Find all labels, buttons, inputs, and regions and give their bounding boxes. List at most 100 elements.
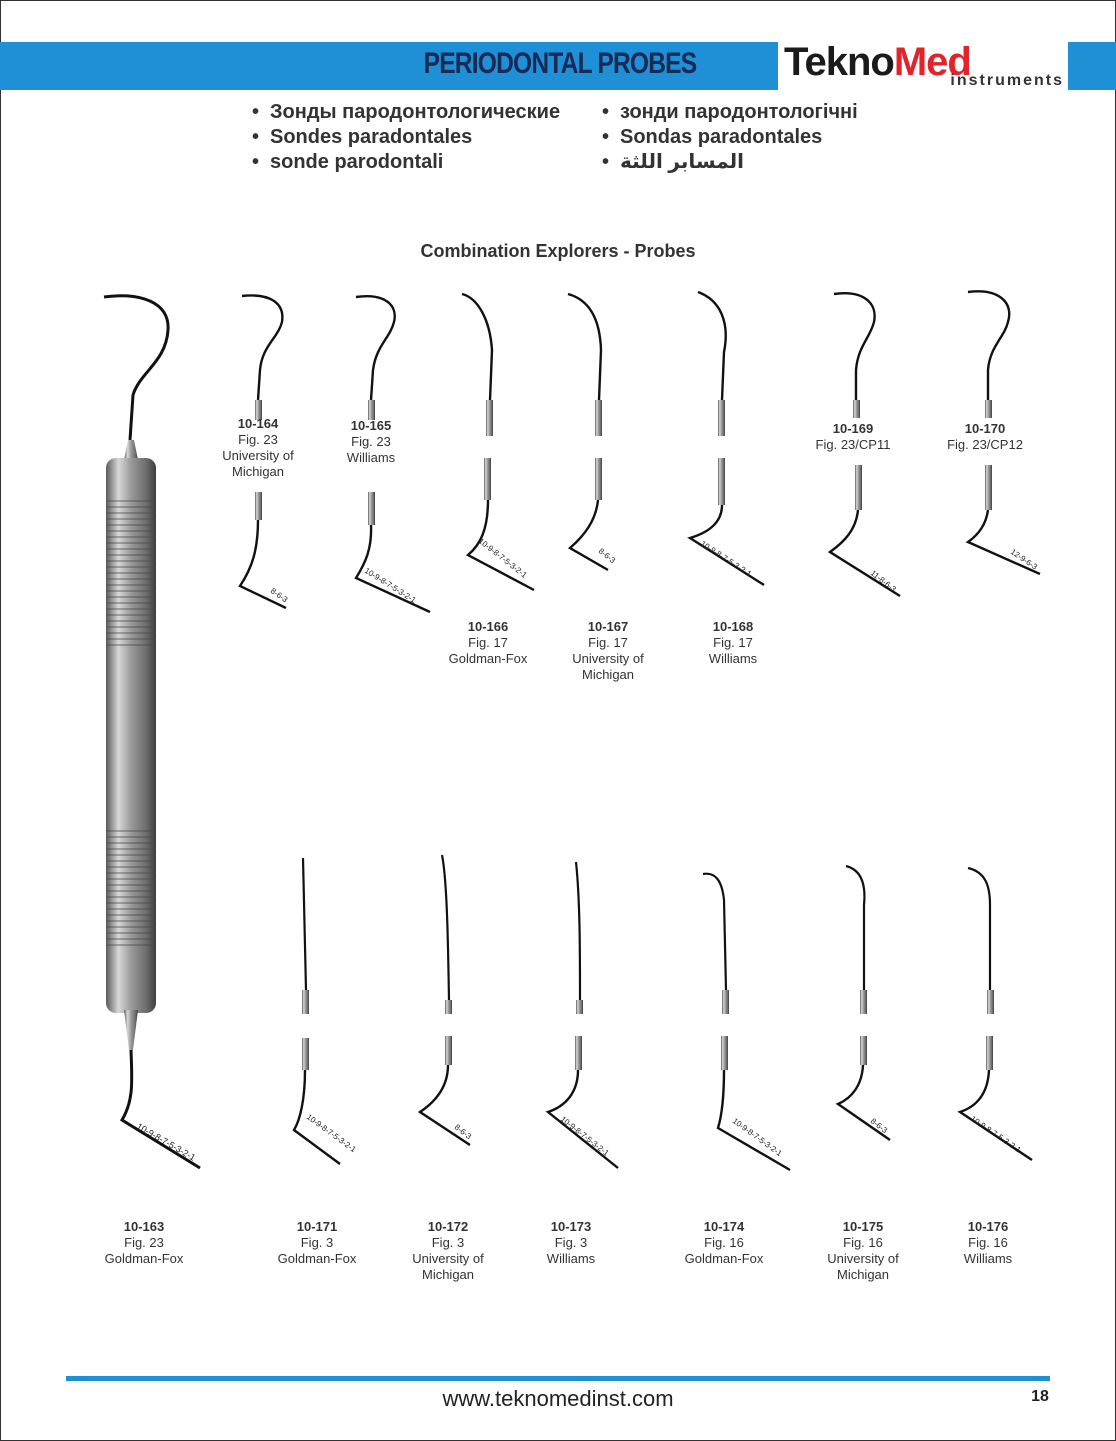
- probe-name: Williams: [708, 651, 758, 666]
- name-text: Sondas paradontales: [620, 126, 823, 148]
- catalog-code: 10-167: [587, 619, 629, 634]
- probe-name: Williams: [963, 1251, 1013, 1266]
- probe-lower-tip: [545, 1069, 619, 1169]
- probe-upper-tip: [440, 854, 451, 1001]
- catalog-code: 10-163: [123, 1219, 165, 1234]
- probe-name: University of Michigan: [572, 651, 644, 682]
- probe-lower-tip: [835, 1064, 891, 1141]
- name-text: зонди пародонтологічні: [620, 101, 858, 123]
- probe-lower-shank: [255, 492, 262, 520]
- probe-10-167: 8-6-3: [567, 292, 617, 572]
- page-title: PERIODONTAL PROBES: [423, 47, 698, 80]
- probe-upper-shank: [853, 400, 860, 418]
- probe-upper-shank: [860, 990, 867, 1014]
- catalog-code: 10-171: [296, 1219, 338, 1234]
- probe-lower-tip: [354, 524, 431, 614]
- scale-label: 11-8-6-3: [869, 568, 898, 594]
- names-list-right: • зонди пародонтологічні • Sondas paradont…: [602, 100, 858, 175]
- figure-number: Fig. 16: [843, 1235, 883, 1250]
- figure-number: Fig. 23/CP12: [947, 437, 1023, 452]
- probe-upper-tip: [355, 295, 396, 401]
- instrument-10-163-handle: 10-9-8-7-5-3-2-1: [103, 294, 201, 1170]
- probe-upper-shank: [486, 400, 493, 436]
- scale-label: 10-9-8-7-5-3-2-1: [305, 1112, 358, 1154]
- figure-number: Fig. 17: [713, 635, 753, 650]
- probe-upper-shank: [445, 1000, 452, 1014]
- caption-10-164: 10-164 Fig. 23 University of Michigan: [198, 416, 318, 480]
- footer-rule: [66, 1376, 1050, 1381]
- footer-website[interactable]: www.teknomedinst.com: [442, 1386, 674, 1411]
- figure-number: Fig. 17: [588, 635, 628, 650]
- bullet-icon: •: [602, 101, 610, 123]
- catalog-code: 10-174: [703, 1219, 745, 1234]
- name-item: •sonde parodontali: [252, 150, 560, 175]
- bullet-icon: •: [602, 151, 610, 173]
- figure-number: Fig. 16: [968, 1235, 1008, 1250]
- brand-logo: TeknoMed instruments: [778, 40, 1068, 90]
- probe-lower-tip: [965, 509, 1041, 576]
- figure-number: Fig. 23: [351, 434, 391, 449]
- name-item: •المسابر اللثة: [602, 150, 858, 175]
- catalog-code: 10-170: [964, 421, 1006, 436]
- probe-name: Goldman-Fox: [277, 1251, 357, 1266]
- section-heading: Combination Explorers - Probes: [420, 241, 696, 261]
- caption-10-166: 10-166 Fig. 17 Goldman-Fox: [428, 619, 548, 667]
- probe-upper-tip: [241, 294, 284, 401]
- probe-lower-shank: [575, 1036, 582, 1070]
- scale-label: 10-9-8-7-5-3-2-1: [699, 539, 754, 579]
- probe-upper-tip: [967, 866, 992, 990]
- probe-lower-tip: [417, 1064, 471, 1147]
- probe-upper-shank: [576, 1000, 583, 1014]
- probe-10-166: 10-9-8-7-5-3-2-1: [461, 292, 535, 592]
- probe-upper-tip: [833, 292, 876, 400]
- scale-label: 10-9-8-7-5-3-2-1: [559, 1114, 611, 1158]
- probe-lower-tip: [687, 504, 765, 587]
- figure-number: Fig. 3: [431, 1235, 465, 1250]
- figure-number: Fig. 3: [554, 1235, 588, 1250]
- probe-name: Goldman-Fox: [104, 1251, 184, 1266]
- caption-10-171: 10-171 Fig. 3 Goldman-Fox: [257, 1219, 377, 1267]
- catalog-code: 10-175: [842, 1219, 884, 1234]
- probe-lower-shank: [860, 1036, 867, 1065]
- probe-name: Goldman-Fox: [684, 1251, 764, 1266]
- catalog-code: 10-168: [712, 619, 754, 634]
- probe-lower-tip: [827, 509, 901, 598]
- figure-number: Fig. 23: [124, 1235, 164, 1250]
- probe-upper-shank: [985, 400, 992, 418]
- bullet-icon: •: [602, 126, 610, 148]
- catalog-code: 10-165: [350, 418, 392, 433]
- probe-lower-shank: [302, 1038, 309, 1070]
- probe-upper-shank: [595, 400, 602, 436]
- catalog-code: 10-169: [832, 421, 874, 436]
- probe-upper-tip: [301, 857, 308, 991]
- scale-label: 10-9-8-7-5-3-2-1: [969, 1114, 1023, 1155]
- scale-label: 8-6-3: [453, 1122, 474, 1141]
- name-item: • зонди пародонтологічні: [602, 100, 858, 125]
- caption-10-168: 10-168 Fig. 17 Williams: [673, 619, 793, 667]
- probe-name: University of Michigan: [827, 1251, 899, 1282]
- caption-10-175: 10-175 Fig. 16 University of Michigan: [803, 1219, 923, 1283]
- probe-name: Williams: [346, 450, 396, 465]
- catalog-code: 10-172: [427, 1219, 469, 1234]
- catalog-code: 10-164: [237, 416, 279, 431]
- probe-upper-tip: [697, 290, 727, 401]
- logo-subtitle: instruments: [950, 72, 1064, 89]
- probe-lower-shank: [368, 492, 375, 525]
- name-item: • Sondas paradontales: [602, 125, 858, 150]
- handle-top-neck: [124, 440, 138, 460]
- caption-10-170: 10-170 Fig. 23/CP12: [925, 421, 1045, 453]
- probe-lower-shank: [721, 1036, 728, 1070]
- names-list-left: •Зонды пародонтологические •Sondes parad…: [252, 100, 560, 175]
- handle-bottom-tip: [119, 1049, 201, 1170]
- bullet-icon: •: [252, 101, 260, 123]
- figure-number: Fig. 23/CP11: [815, 437, 891, 452]
- caption-10-167: 10-167 Fig. 17 University of Michigan: [548, 619, 668, 683]
- handle-bottom-neck: [124, 1010, 138, 1050]
- caption-10-163: 10-163 Fig. 23 Goldman-Fox: [84, 1219, 204, 1267]
- probe-name: Williams: [546, 1251, 596, 1266]
- probe-10-168: 10-9-8-7-5-3-2-1: [687, 290, 765, 587]
- probe-upper-tip: [967, 290, 1011, 400]
- probe-lower-shank: [595, 458, 602, 500]
- caption-10-169: 10-169 Fig. 23/CP11: [793, 421, 913, 453]
